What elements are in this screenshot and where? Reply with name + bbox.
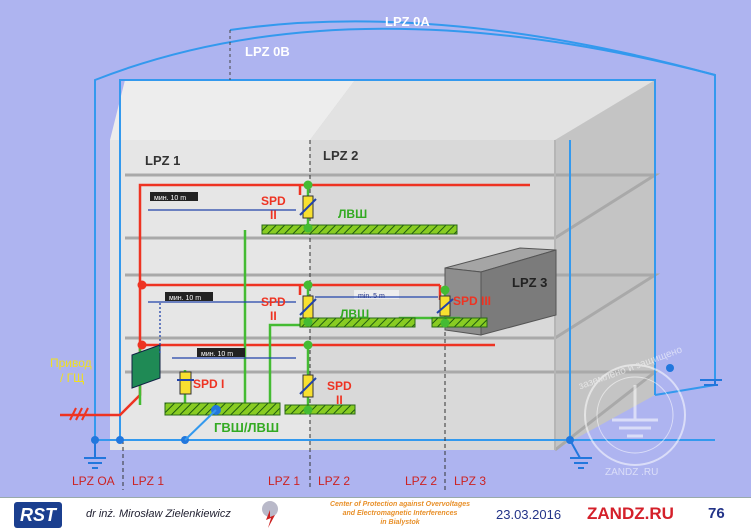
lvsh-top-label: ЛВШ [338,207,367,221]
distance-label-3: мин. 10 m [201,351,233,358]
zone-lpz3-label: LPZ 3 [512,275,547,290]
spd2-mid-label-a: SPD [261,295,286,309]
footer-bar: RST dr inż. Mirosław Zielenkiewicz Cente… [0,497,751,532]
spd1-label: SPD I [193,377,224,391]
spd2-low-label-a: SPD [327,379,352,393]
distance-arrows [148,209,438,359]
building-right-face [555,80,655,450]
building-top-left [110,80,355,140]
watermark-bottom-text: ZANDZ .RU [605,467,658,478]
zone-lpz1-label: LPZ 1 [145,153,180,168]
footer-date: 23.03.2016 [496,507,562,522]
gvsh-label: ГВШ/ЛВШ [214,420,279,435]
bottom-label-lpz0a: LPZ OA [72,474,115,488]
spd2-low-label-b: II [336,393,343,407]
footer-center-line-2: and Electromagnetic Interferences [342,510,458,517]
footer-center-line-3: in Bialystok [380,519,420,526]
spd-devices [177,195,454,398]
distance-markers [150,192,399,357]
diagram-canvas: мин. 10 m мин. 10 m мин. 10 m min. 5 m L… [50,14,722,490]
connection-nodes [91,180,674,444]
bottom-label-lpz1-a: LPZ 1 [132,474,164,488]
drive-label-line1: Привод [50,356,92,370]
footer-brand: ZANDZ.RU [587,504,674,523]
bottom-label-lpz2-a: LPZ 2 [318,474,350,488]
distance-label-4: min. 5 m [358,293,385,300]
spd2-top-label-b: II [270,208,277,222]
building-top-right [310,80,655,140]
footer-center-line-1: Center of Protection against Overvoltage… [329,501,471,508]
lvsh-mid-label: ЛВШ [340,307,369,321]
bottom-label-lpz3: LPZ 3 [454,474,486,488]
zone-lpz0a-label: LPZ 0A [385,14,430,29]
zone-boundaries [94,20,716,441]
bottom-label-lpz1-b: LPZ 1 [268,474,300,488]
gvsh-to-ground [184,409,217,441]
distance-label-1: мин. 10 m [154,195,186,202]
footer-author: dr inż. Mirosław Zielenkiewicz [86,508,231,520]
bottom-label-lpz2-b: LPZ 2 [405,474,437,488]
rst-logo: RST [14,502,62,528]
footer-center-text: Center of Protection against Overvoltage… [300,500,500,527]
lvsh-low-bus [284,404,356,415]
gvsh-bus [164,402,281,416]
drive-panel [131,344,161,389]
zone-lpz2-label: LPZ 2 [323,148,358,163]
spd3-bus [431,317,488,328]
lvsh-top-bus [261,224,458,235]
spd2-mid-label-b: II [270,309,277,323]
drive-label-line2: / ГЩ [60,371,84,385]
spd3-label: SPD III [453,294,491,308]
lightning-emblem-icon [262,501,278,528]
page-number: 76 [708,505,725,522]
distance-label-2: мин. 10 m [169,295,201,302]
incoming-cable-ticks [69,407,89,421]
lpz3-box [444,247,557,336]
spd2-top-label-a: SPD [261,194,286,208]
zone-lpz0b-label: LPZ 0B [245,44,290,59]
earth-symbols [84,379,722,469]
lvsh-mid-bus [299,317,416,328]
